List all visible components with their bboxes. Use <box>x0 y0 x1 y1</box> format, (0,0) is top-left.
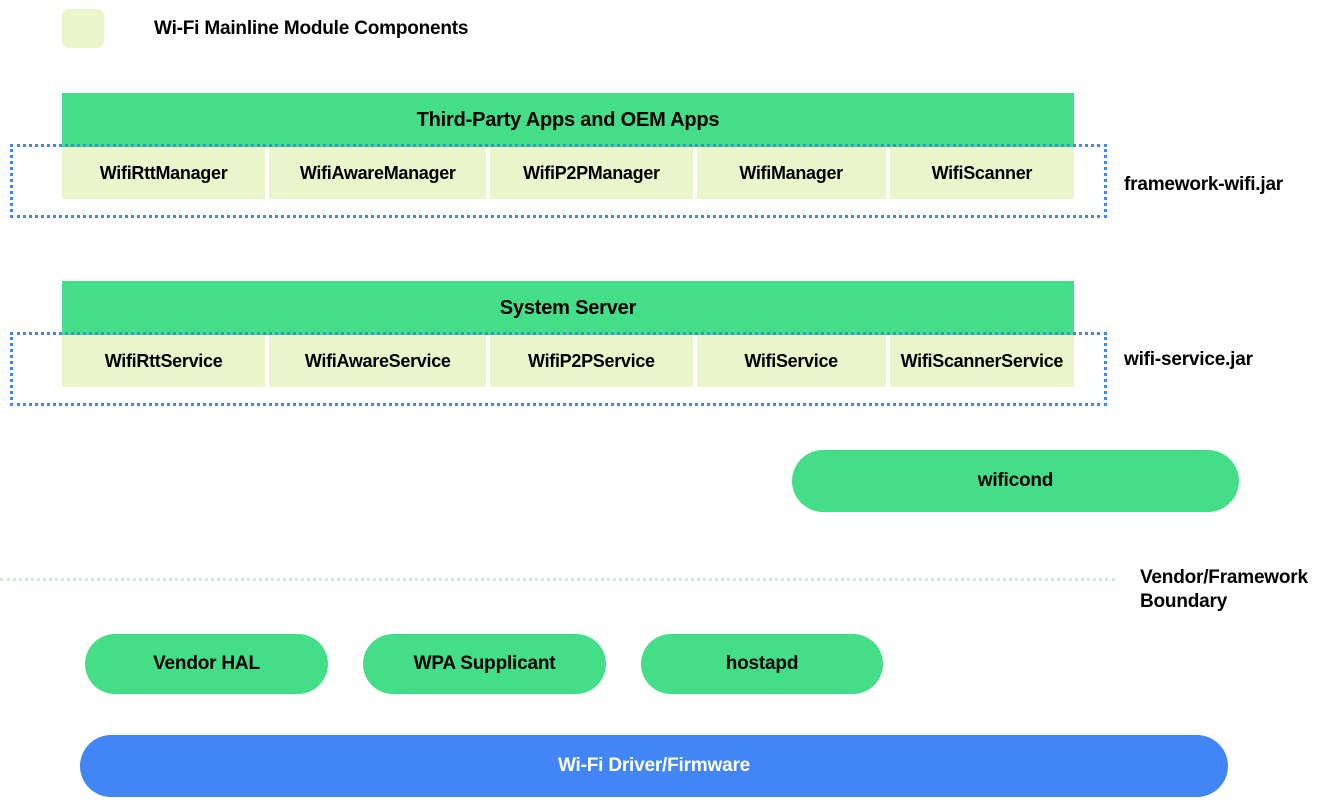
vendor-framework-boundary-line <box>0 578 1115 581</box>
side-label-wifi-service-jar: wifi-service.jar <box>1124 349 1253 370</box>
cell-wifi-scanner-service[interactable]: WifiScannerService <box>889 335 1074 387</box>
cell-label: WifiScanner <box>931 162 1033 183</box>
cell-label: WifiRttService <box>104 350 223 371</box>
side-label-framework-wifi-jar: framework-wifi.jar <box>1124 174 1284 195</box>
group-header-system-server: System Server <box>62 281 1074 335</box>
cell-label: WifiService <box>744 350 838 371</box>
cell-wifi-scanner[interactable]: WifiScanner <box>889 147 1074 199</box>
vendor-framework-boundary-label: Vendor/Framework Boundary <box>1140 567 1308 613</box>
legend: Wi-Fi Mainline Module Components <box>62 9 469 48</box>
block-label: wificond <box>977 470 1054 491</box>
cell-label: WifiScannerService <box>900 350 1064 371</box>
cell-wifi-aware-manager[interactable]: WifiAwareManager <box>269 147 487 199</box>
cell-label: WifiP2PService <box>528 350 655 371</box>
cell-label: WifiP2PManager <box>523 162 660 183</box>
group-header-label: System Server <box>499 296 637 319</box>
cell-label: WifiManager <box>739 162 843 183</box>
block-wpa-supplicant[interactable]: WPA Supplicant <box>363 634 606 694</box>
group-header-third-party-apps: Third-Party Apps and OEM Apps <box>62 93 1074 147</box>
block-vendor-hal[interactable]: Vendor HAL <box>85 634 328 694</box>
service-cells: WifiRttService WifiAwareService WifiP2PS… <box>62 335 1074 387</box>
service-jar-dotted-boundary <box>10 332 1107 406</box>
block-label: hostapd <box>725 653 799 674</box>
block-label: WPA Supplicant <box>413 653 556 674</box>
block-label: Wi-Fi Driver/Firmware <box>557 755 751 776</box>
legend-label: Wi-Fi Mainline Module Components <box>154 17 469 39</box>
block-wifi-driver-firmware[interactable]: Wi-Fi Driver/Firmware <box>80 735 1228 797</box>
cell-wifi-aware-service[interactable]: WifiAwareService <box>269 335 487 387</box>
framework-jar-dotted-boundary <box>10 144 1107 218</box>
cell-label: WifiAwareManager <box>299 162 456 183</box>
block-hostapd[interactable]: hostapd <box>641 634 883 694</box>
cell-label: WifiAwareService <box>304 350 451 371</box>
cell-wifi-service[interactable]: WifiService <box>696 335 886 387</box>
cell-wifi-p2p-service[interactable]: WifiP2PService <box>490 335 693 387</box>
cell-wifi-rtt-service[interactable]: WifiRttService <box>62 335 266 387</box>
cell-label: WifiRttManager <box>99 162 228 183</box>
cell-wifi-manager[interactable]: WifiManager <box>696 147 886 199</box>
group-header-label: Third-Party Apps and OEM Apps <box>416 108 720 131</box>
framework-manager-cells: WifiRttManager WifiAwareManager WifiP2PM… <box>62 147 1074 199</box>
cell-wifi-rtt-manager[interactable]: WifiRttManager <box>62 147 266 199</box>
block-label: Vendor HAL <box>153 653 260 674</box>
block-wificond[interactable]: wificond <box>792 450 1239 512</box>
legend-swatch-icon <box>62 9 104 48</box>
cell-wifi-p2p-manager[interactable]: WifiP2PManager <box>490 147 693 199</box>
